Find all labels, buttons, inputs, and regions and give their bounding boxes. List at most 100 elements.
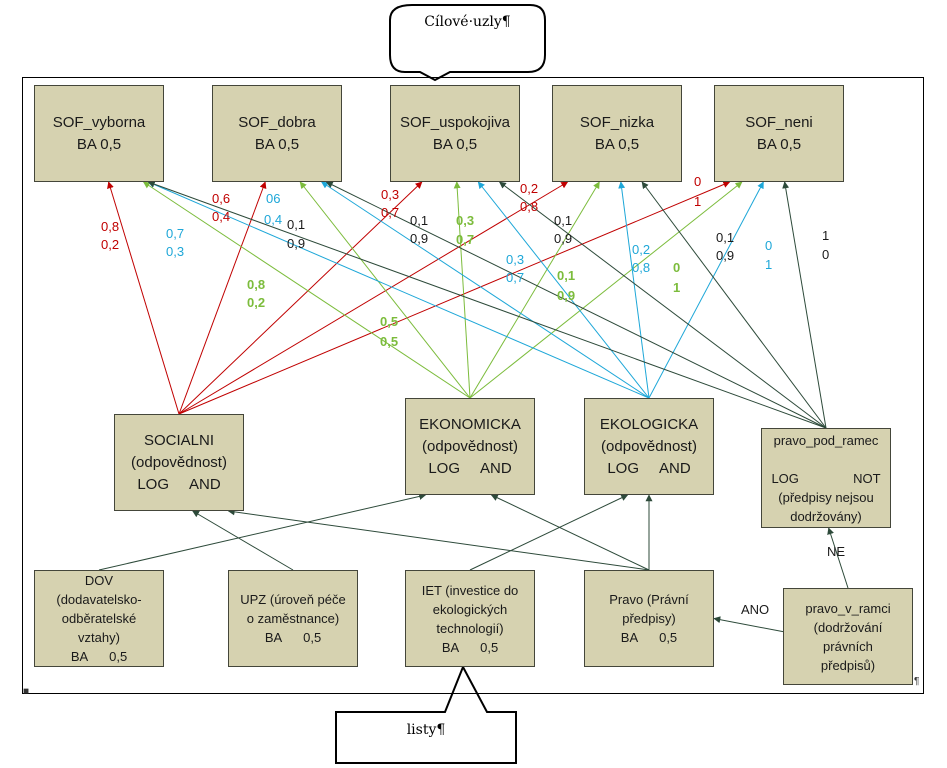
edge-weight-label: 0,9: [554, 231, 573, 246]
node-text-line: SOF_nizka: [579, 113, 655, 131]
edge-ekonomicka-to-sof_nizka: [469, 181, 600, 399]
edge-weight-label: 0,7: [456, 232, 475, 247]
node-iet: IET (investice do ekologických technologií…: [405, 570, 535, 667]
edge-weight-label: 0,3: [456, 213, 475, 228]
edge-weight-label: 0,1: [716, 230, 735, 245]
node-text-line: ekologických: [432, 601, 508, 617]
node-text-line: BA 0,5: [70, 649, 128, 664]
edge-weight-label: 0,9: [287, 236, 306, 251]
edge-socialni-to-sof_nizka: [178, 181, 569, 415]
edge-weight-label: 0,1: [554, 213, 573, 228]
edge-socialni-to-sof_dobra: [178, 181, 267, 415]
edge-weight-label: 1: [765, 257, 773, 272]
top-callout-label: Cílové·uzly¶: [424, 14, 511, 30]
node-text-line: LOG NOT: [771, 470, 881, 486]
node-text-line: IET (investice do: [421, 582, 519, 598]
edge-weight-label: 1: [673, 280, 681, 295]
node-text-line: BA 0,5: [594, 135, 640, 153]
edge-weight-label: 0,3: [506, 252, 525, 267]
edge-weight-label: 0: [673, 260, 681, 275]
node-text-line: (odpovědnost): [601, 437, 697, 455]
node-text-line: technologií): [436, 620, 504, 636]
edge-weight-label: 0,8: [101, 219, 120, 234]
frame-anchor-left: ■: [23, 686, 30, 697]
edge-weight-label: 0,5: [380, 334, 399, 349]
edge-dov-to-ekonomicka: [98, 492, 427, 571]
node-text-line: LOG AND: [137, 475, 221, 493]
node-text-line: o zaměstnance): [246, 611, 340, 626]
edge-weight-label: 0,7: [506, 270, 525, 285]
top-callout-shape: [389, 4, 546, 82]
edge-weight-label: 0,7: [166, 226, 185, 241]
edge-iet-to-ekologicka: [469, 494, 629, 571]
node-text-line: BA 0,5: [620, 630, 678, 645]
node-text-line: BA 0,5: [264, 630, 322, 645]
edge-weight-label: 06: [266, 191, 281, 206]
edge-weight-label: 0,1: [557, 268, 576, 283]
node-text-line: dodržovány): [790, 508, 862, 524]
node-text-line: BA 0,5: [441, 639, 499, 655]
edge-pravo_pod_ramec-to-sof_uspokojiva: [498, 181, 827, 429]
node-text-line: (odpovědnost): [422, 437, 518, 455]
node-text-line: (dodavatelsko-: [56, 592, 142, 607]
bottom-callout-label: listy¶: [406, 722, 446, 738]
node-sof-vyborna: SOF_vyborna BA 0,5: [34, 85, 164, 182]
edges: [98, 180, 849, 633]
node-text-line: BA 0,5: [254, 135, 300, 153]
edge-weight-label: 0,9: [716, 248, 735, 263]
node-text-line: DOV: [84, 573, 114, 588]
edge-pravo_v_ramci-to-pravo_pod_ramec: [827, 527, 849, 589]
node-text-line: BA 0,5: [756, 135, 802, 153]
node-text-line: (předpisy nejsou: [778, 489, 874, 505]
edge-weight-label: 0,9: [557, 288, 576, 303]
node-text-line: odběratelské: [61, 611, 137, 626]
edge-pravo-to-ekonomicka: [490, 494, 650, 571]
edge-weight-label: 1: [694, 194, 702, 209]
node-sof-dobra: SOF_dobra BA 0,5: [212, 85, 342, 182]
edge-pravo-to-socialni: [227, 508, 650, 571]
node-sof-uspokojiva: SOF_uspokojiva BA 0,5: [390, 85, 520, 182]
edge-weight-label: 0,1: [287, 217, 306, 232]
edge-pravo_pod_ramec-to-sof_dobra: [325, 181, 827, 429]
edge-pravo_pod_ramec-to-sof_nizka: [641, 181, 827, 429]
node-sof-neni: SOF_neni BA 0,5: [714, 85, 844, 182]
node-text-line: SOF_dobra: [238, 113, 316, 131]
node-text-line: BA 0,5: [432, 135, 478, 153]
node-pravo-pod-ramec: pravo_pod_ramec LOG NOT (předpisy nejsou d…: [761, 428, 891, 528]
frame-anchor-right: ¶: [914, 676, 920, 687]
diagram-frame: [22, 77, 924, 694]
edge-weight-label: 0,2: [101, 237, 120, 252]
edge-ekonomicka-to-sof_vyborna: [142, 181, 471, 399]
edge-ekonomicka-to-sof_dobra: [299, 181, 471, 399]
edge-weight-label: 0,7: [381, 205, 400, 220]
edge-socialni-to-sof_vyborna: [107, 181, 180, 415]
node-text-line: BA 0,5: [76, 135, 122, 153]
edge-weight-label: 0,4: [264, 212, 283, 227]
edge-weight-label: 0,4: [212, 209, 231, 224]
edge-weight-label: 0,6: [212, 191, 231, 206]
edge-ekologicka-to-sof_neni: [648, 181, 764, 399]
edge-weight-label: 0: [694, 174, 702, 189]
node-socialni: SOCIALNI(odpovědnost)LOG AND: [114, 414, 244, 511]
edge-weight-label: 0,2: [247, 295, 266, 310]
node-text-line: právních: [823, 638, 873, 654]
edge-weight-label: 0,3: [166, 244, 185, 259]
node-text-line: LOG AND: [607, 459, 691, 477]
edge-upz-to-socialni: [192, 510, 294, 571]
edge-weight-label: 0: [765, 238, 773, 253]
node-text-line: SOF_vyborna: [52, 113, 146, 131]
node-ekonomicka: EKONOMICKA(odpovědnost)LOG AND: [405, 398, 535, 495]
edge-weight-label: 0,2: [632, 242, 651, 257]
edge-pravo_pod_ramec-to-sof_neni: [782, 181, 827, 429]
edge-weight-label: 0,8: [247, 277, 266, 292]
node-text-line: pravo_pod_ramec: [773, 432, 879, 448]
node-text-line: SOF_neni: [745, 113, 813, 131]
node-text-line: SOF_uspokojiva: [399, 113, 511, 131]
edge-ekologicka-to-sof_vyborna: [147, 181, 650, 399]
edge-label-ano: ANO: [741, 602, 770, 617]
node-text-line: (dodržování: [813, 619, 883, 635]
edge-weight-label: 0,3: [381, 187, 400, 202]
